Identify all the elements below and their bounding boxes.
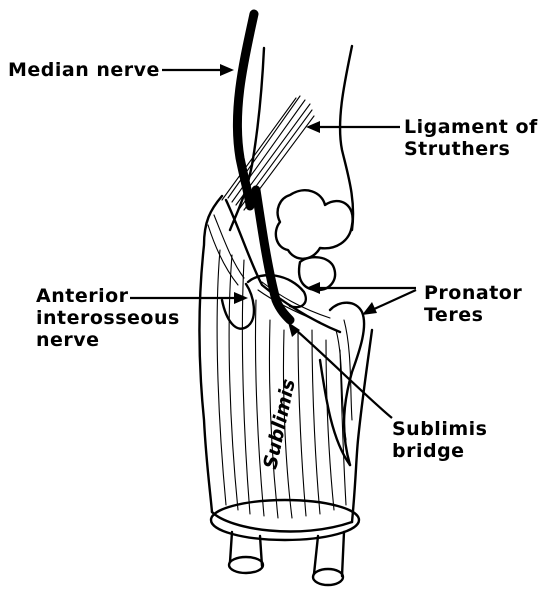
pronator-teres-label-line2: Teres bbox=[424, 304, 483, 326]
anterior-interosseous-label-line3: nerve bbox=[36, 329, 100, 351]
sublimis-bridge-label-line1: Sublimis bbox=[392, 418, 487, 440]
anterior-interosseous-label-line1: Anterior bbox=[36, 285, 129, 307]
sublimis-muscle-label: Sublimis bbox=[259, 377, 300, 471]
sublimis-bridge-label-line2: bridge bbox=[392, 440, 465, 462]
ligament-of-struthers-label-line1: Ligament of bbox=[404, 116, 538, 138]
ligament-of-struthers-label-line2: Struthers bbox=[404, 138, 510, 160]
sublimis-muscle-body bbox=[200, 196, 373, 540]
median-nerve-label: Median nerve bbox=[8, 59, 160, 81]
anterior-interosseous-label-line2: interosseous bbox=[36, 307, 180, 329]
leader-lines bbox=[130, 64, 416, 418]
pronator-teres-label-line1: Pronator bbox=[424, 282, 522, 304]
elbow-condyles bbox=[276, 190, 353, 290]
